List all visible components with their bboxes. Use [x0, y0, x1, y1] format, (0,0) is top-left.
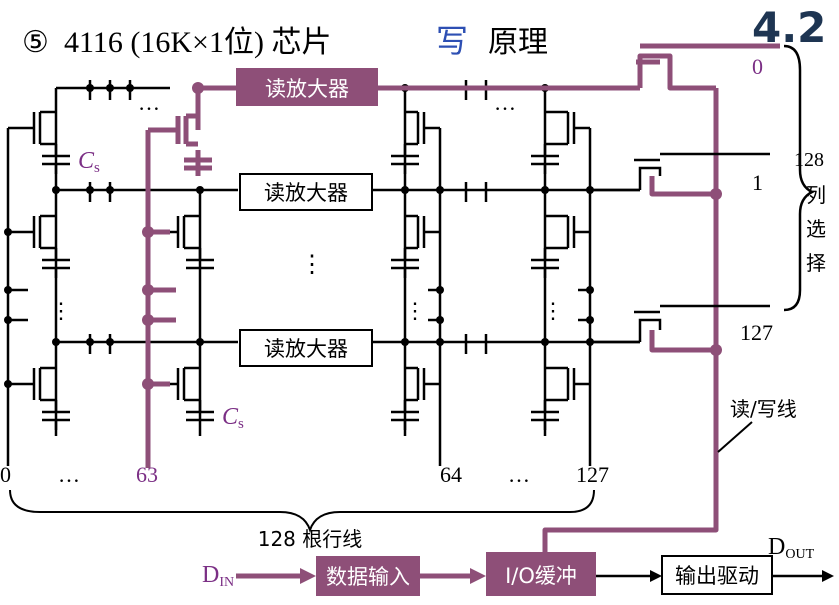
column-label-127: 127 [576, 462, 609, 487]
io-buffer-label: I/O缓冲 [505, 564, 577, 588]
column-label-64: 64 [440, 462, 462, 487]
sense-amp-box-top [236, 68, 378, 106]
left-junction-dots [4, 84, 204, 388]
cs-label-bottom: Cs [222, 404, 244, 432]
column-select-char-3: 择 [806, 251, 826, 275]
column-select-line-127: 127 [740, 320, 773, 345]
vertical-ellipsis-right-b: ⋮ [542, 298, 564, 323]
column-select-count: 128 [794, 149, 824, 171]
vertical-ellipsis-mid: ⋮ [300, 252, 324, 278]
sense-amp-box-middle [239, 173, 373, 211]
column-select-line-0: 0 [752, 54, 763, 79]
sense-amp-label-middle: 读放大器 [264, 181, 348, 205]
right-transistors [391, 110, 590, 430]
sense-amp-label-bottom: 读放大器 [264, 337, 348, 361]
ellipsis-top-right: … [494, 90, 516, 115]
right-junction-dots [401, 84, 594, 346]
rw-line-label: 读/写线 [730, 397, 797, 421]
column-select-brace [783, 44, 815, 312]
column-label-63: 63 [136, 462, 158, 487]
column-label-0: 0 [0, 462, 11, 487]
column-ellipsis-right: … [508, 462, 530, 487]
rw-line-leader [717, 421, 753, 453]
cs-label-top: Cs [78, 148, 100, 176]
left-cell-array [6, 80, 238, 466]
right-cell-array [372, 80, 640, 466]
output-driver-label: 输出驱动 [675, 564, 759, 588]
title-highlight: 写 [436, 23, 468, 59]
vertical-ellipsis-right-a: ⋮ [404, 298, 426, 323]
vertical-ellipsis-left: ⋮ [50, 298, 72, 323]
io-buffer-block [486, 552, 596, 596]
row-lines-brace [9, 489, 595, 534]
data-in-block [316, 556, 420, 596]
io-to-output-arrow [650, 570, 662, 582]
dout-arrow [822, 570, 834, 582]
write-path-dots [142, 82, 722, 390]
page-title: 4116 (16K×1位) 芯片 [64, 26, 331, 59]
ellipsis-top-left: … [138, 90, 160, 115]
output-driver-block [661, 555, 773, 595]
sense-amp-box-bottom [239, 329, 373, 367]
column-select-line-1: 1 [752, 170, 763, 195]
column-select-char-1: 列 [806, 183, 826, 207]
write-path-arrows [300, 568, 486, 584]
row-lines-label: 128 根行线 [258, 527, 363, 551]
title-number: ⑤ [22, 25, 49, 60]
write-path [145, 43, 780, 579]
data-in-label: 数据输入 [326, 565, 410, 589]
column-select-char-2: 选 [806, 217, 826, 241]
column-select-switches [590, 152, 770, 344]
column-ellipsis-left: … [58, 462, 80, 487]
dout-label: DOUT [768, 534, 815, 562]
title-tail: 原理 [488, 26, 548, 59]
sense-amp-label-top: 读放大器 [265, 77, 349, 101]
din-label: DIN [202, 562, 234, 590]
